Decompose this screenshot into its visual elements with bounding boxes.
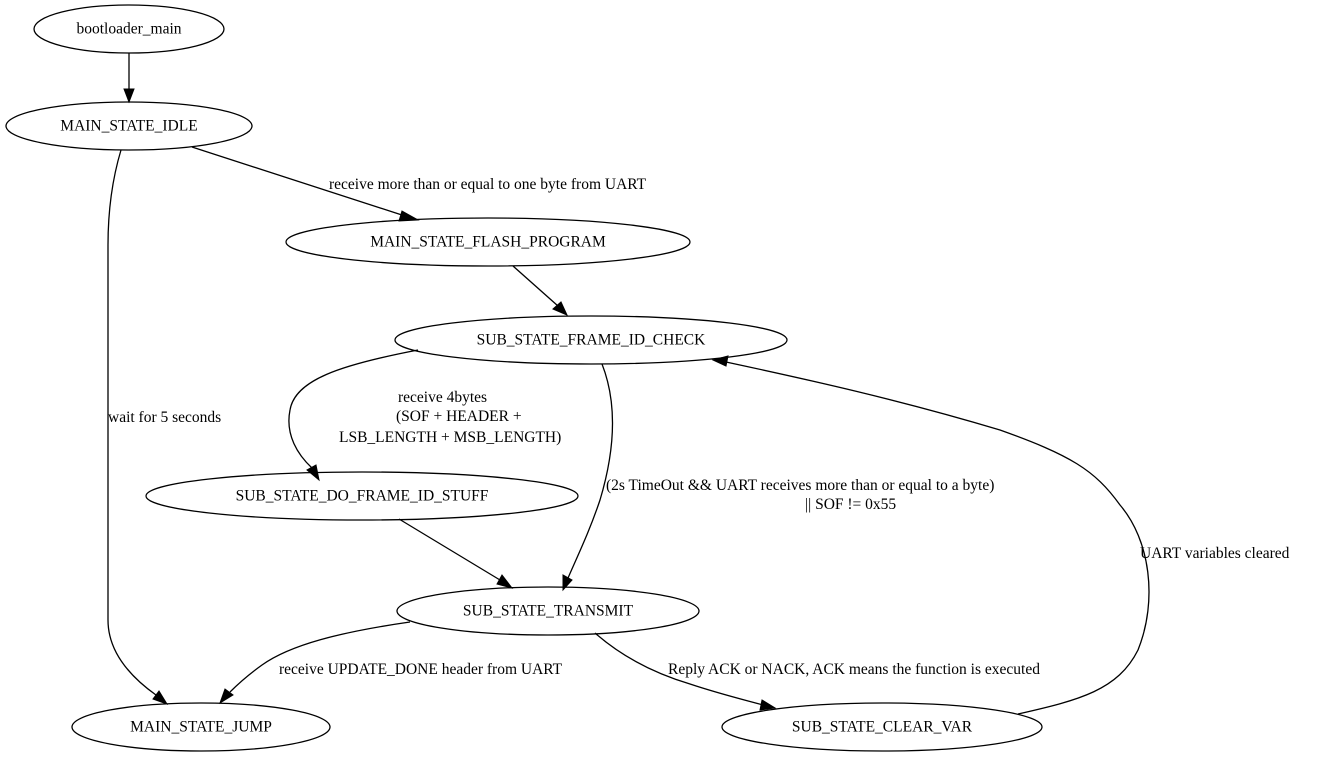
edge-label-transmit-to-jump: receive UPDATE_DONE header from UART	[279, 661, 563, 678]
edge-label-frame-id-check-to-transmit-line2: || SOF != 0x55	[805, 496, 896, 513]
edge-label-idle-to-flash-program: receive more than or equal to one byte f…	[329, 176, 647, 193]
edge-label-frame-id-check-to-do-frame-id-stuff-line3: LSB_LENGTH + MSB_LENGTH)	[339, 429, 561, 446]
edge-bootloader-main-to-idle	[123, 53, 135, 104]
node-main-state-idle: MAIN_STATE_IDLE	[5, 101, 253, 151]
node-main-state-jump: MAIN_STATE_JUMP	[71, 702, 331, 752]
edge-flash-program-to-frame-id-check	[512, 265, 568, 316]
edge-do-frame-id-stuff-to-transmit	[398, 518, 514, 589]
node-label-sub-state-transmit: SUB_STATE_TRANSMIT	[463, 603, 634, 620]
node-label-main-state-jump: MAIN_STATE_JUMP	[130, 719, 272, 736]
node-sub-state-do-frame-id-stuff: SUB_STATE_DO_FRAME_ID_STUFF	[145, 471, 579, 521]
edge-transmit-to-jump	[219, 621, 411, 705]
node-sub-state-transmit: SUB_STATE_TRANSMIT	[396, 586, 700, 636]
node-label-sub-state-clear-var: SUB_STATE_CLEAR_VAR	[792, 719, 973, 736]
edge-label-idle-to-jump: wait for 5 seconds	[108, 409, 221, 426]
node-bootloader-main: bootloader_main	[33, 4, 225, 54]
edge-frame-id-check-to-transmit	[562, 363, 614, 592]
node-sub-state-frame-id-check: SUB_STATE_FRAME_ID_CHECK	[394, 315, 788, 365]
edge-label-clear-var-to-frame-id-check: UART variables cleared	[1140, 545, 1290, 562]
edge-idle-to-jump	[107, 149, 169, 705]
node-main-state-flash-program: MAIN_STATE_FLASH_PROGRAM	[285, 217, 691, 267]
node-label-main-state-idle: MAIN_STATE_IDLE	[60, 118, 197, 135]
node-label-sub-state-do-frame-id-stuff: SUB_STATE_DO_FRAME_ID_STUFF	[236, 488, 489, 505]
edge-idle-to-flash-program	[191, 146, 420, 222]
edge-label-frame-id-check-to-do-frame-id-stuff-line1: receive 4bytes	[398, 389, 487, 406]
node-label-main-state-flash-program: MAIN_STATE_FLASH_PROGRAM	[370, 234, 606, 251]
edge-transmit-to-clear-var	[594, 632, 777, 711]
edge-label-frame-id-check-to-do-frame-id-stuff-line2: (SOF + HEADER +	[396, 408, 522, 425]
edge-label-frame-id-check-to-transmit-line1: (2s TimeOut && UART receives more than o…	[606, 477, 994, 494]
node-label-sub-state-frame-id-check: SUB_STATE_FRAME_ID_CHECK	[477, 332, 707, 349]
node-label-bootloader-main: bootloader_main	[76, 21, 181, 38]
edge-label-transmit-to-clear-var: Reply ACK or NACK, ACK means the functio…	[668, 661, 1040, 678]
node-sub-state-clear-var: SUB_STATE_CLEAR_VAR	[721, 702, 1043, 752]
